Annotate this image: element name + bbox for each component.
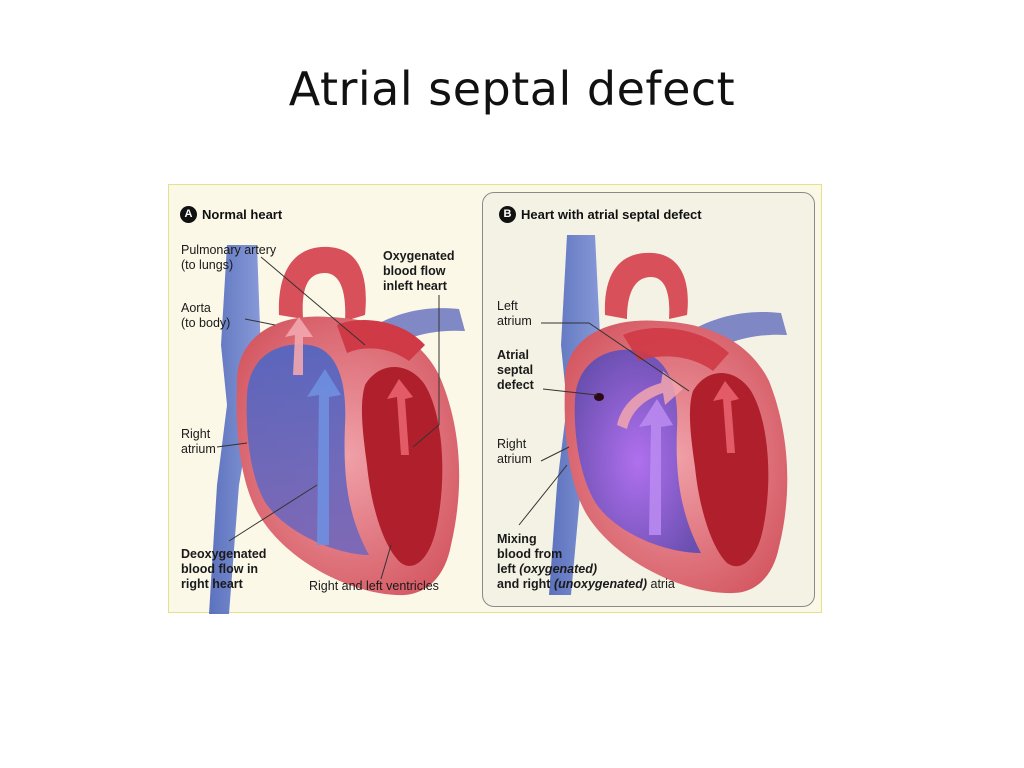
- label-left-atrium: Left atrium: [497, 299, 532, 328]
- panel-a-badge: A: [180, 206, 197, 224]
- label-ventricles: Right and left ventricles: [309, 579, 439, 593]
- label-aorta: Aorta (to body): [181, 301, 231, 330]
- panel-b-leader-lines: [518, 322, 690, 526]
- panel-b-heart: [549, 235, 788, 595]
- label-atrial-septal-defect: Atrial septal defect: [497, 348, 534, 392]
- label-pulmonary-artery: Pulmonary artery (to lungs): [181, 243, 277, 272]
- panel-a-leader-lines: [216, 256, 440, 580]
- label-oxygenated-flow: Oxygenated blood flow inleft heart: [383, 249, 455, 293]
- label-right-atrium-b: Right atrium: [497, 437, 532, 466]
- slide-title: Atrial septal defect: [288, 62, 736, 116]
- panel-b-badge: B: [499, 206, 516, 224]
- label-deoxygenated-flow: Deoxygenated blood flow in right heart: [181, 547, 267, 591]
- heart-illustrations: [209, 235, 788, 614]
- label-right-atrium-a: Right atrium: [181, 427, 216, 456]
- label-mixing-blood: Mixing blood from left (oxygenated) and …: [497, 532, 675, 591]
- panel-a-heart: [209, 245, 465, 614]
